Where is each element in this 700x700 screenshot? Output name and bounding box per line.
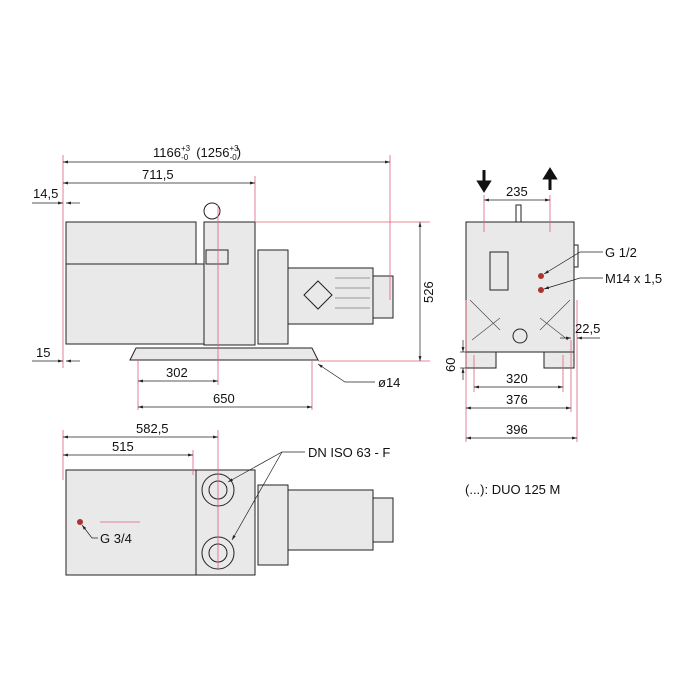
foot-height-label: 60 — [443, 358, 458, 372]
base-plate — [129, 347, 319, 361]
side-offset-label: 22,5 — [575, 321, 600, 336]
side-view: 1166+3-0(1256+3-0) 711,5 14,5 15 302 650… — [32, 144, 436, 410]
foot-spacing-label: 650 — [213, 391, 235, 406]
front-view: 235 G 1/2 M14 x 1,5 22,5 60 320 376 396 — [443, 167, 662, 442]
top-motor-fan — [372, 497, 394, 543]
hole-diameter-label: ø14 — [378, 375, 400, 390]
g12-label: G 1/2 — [605, 245, 637, 260]
top-coupling — [257, 484, 289, 566]
flange-length-label: 582,5 — [136, 421, 169, 436]
outlet-arrow-icon — [542, 167, 558, 190]
foot-inner-label: 320 — [506, 371, 528, 386]
motor-fan-cover — [372, 275, 394, 319]
model-note: (...): DUO 125 M — [465, 482, 560, 497]
foot-left — [465, 351, 497, 369]
g34-port — [77, 519, 83, 525]
motor-terminal-box — [303, 280, 333, 310]
coupling-flange — [257, 249, 289, 345]
top-view: 582,5 515 DN ISO 63 - F G 3/4 — [62, 421, 394, 576]
pump-housing — [65, 263, 205, 345]
foot-right — [543, 351, 575, 369]
front-housing — [465, 221, 575, 353]
flange-label: DN ISO 63 - F — [308, 445, 390, 460]
overall-length-label: 1166+3-0(1256+3-0) — [153, 144, 241, 162]
sight-glass — [489, 251, 509, 291]
offset-bottom-label: 15 — [36, 345, 50, 360]
port-plate — [205, 249, 229, 265]
port-spacing-label: 235 — [506, 184, 528, 199]
offset-top-label: 14,5 — [33, 186, 58, 201]
g34-label: G 3/4 — [100, 531, 132, 546]
foot-outer-label: 376 — [506, 392, 528, 407]
top-motor — [287, 489, 374, 551]
eye-bolt — [203, 202, 221, 220]
oil-casing-top — [65, 221, 197, 265]
inlet-arrow-icon — [476, 170, 492, 193]
front-eye-bolt — [515, 204, 522, 223]
length-to-flange-label: 711,5 — [142, 167, 174, 182]
height-label: 526 — [421, 281, 436, 303]
foot-to-center-label: 302 — [166, 365, 188, 380]
top-housing — [65, 469, 197, 576]
m14-label: M14 x 1,5 — [605, 271, 662, 286]
width-label: 396 — [506, 422, 528, 437]
center-block — [203, 221, 256, 346]
g12-port — [538, 273, 544, 279]
length-515-label: 515 — [112, 439, 134, 454]
m14-port — [538, 287, 544, 293]
